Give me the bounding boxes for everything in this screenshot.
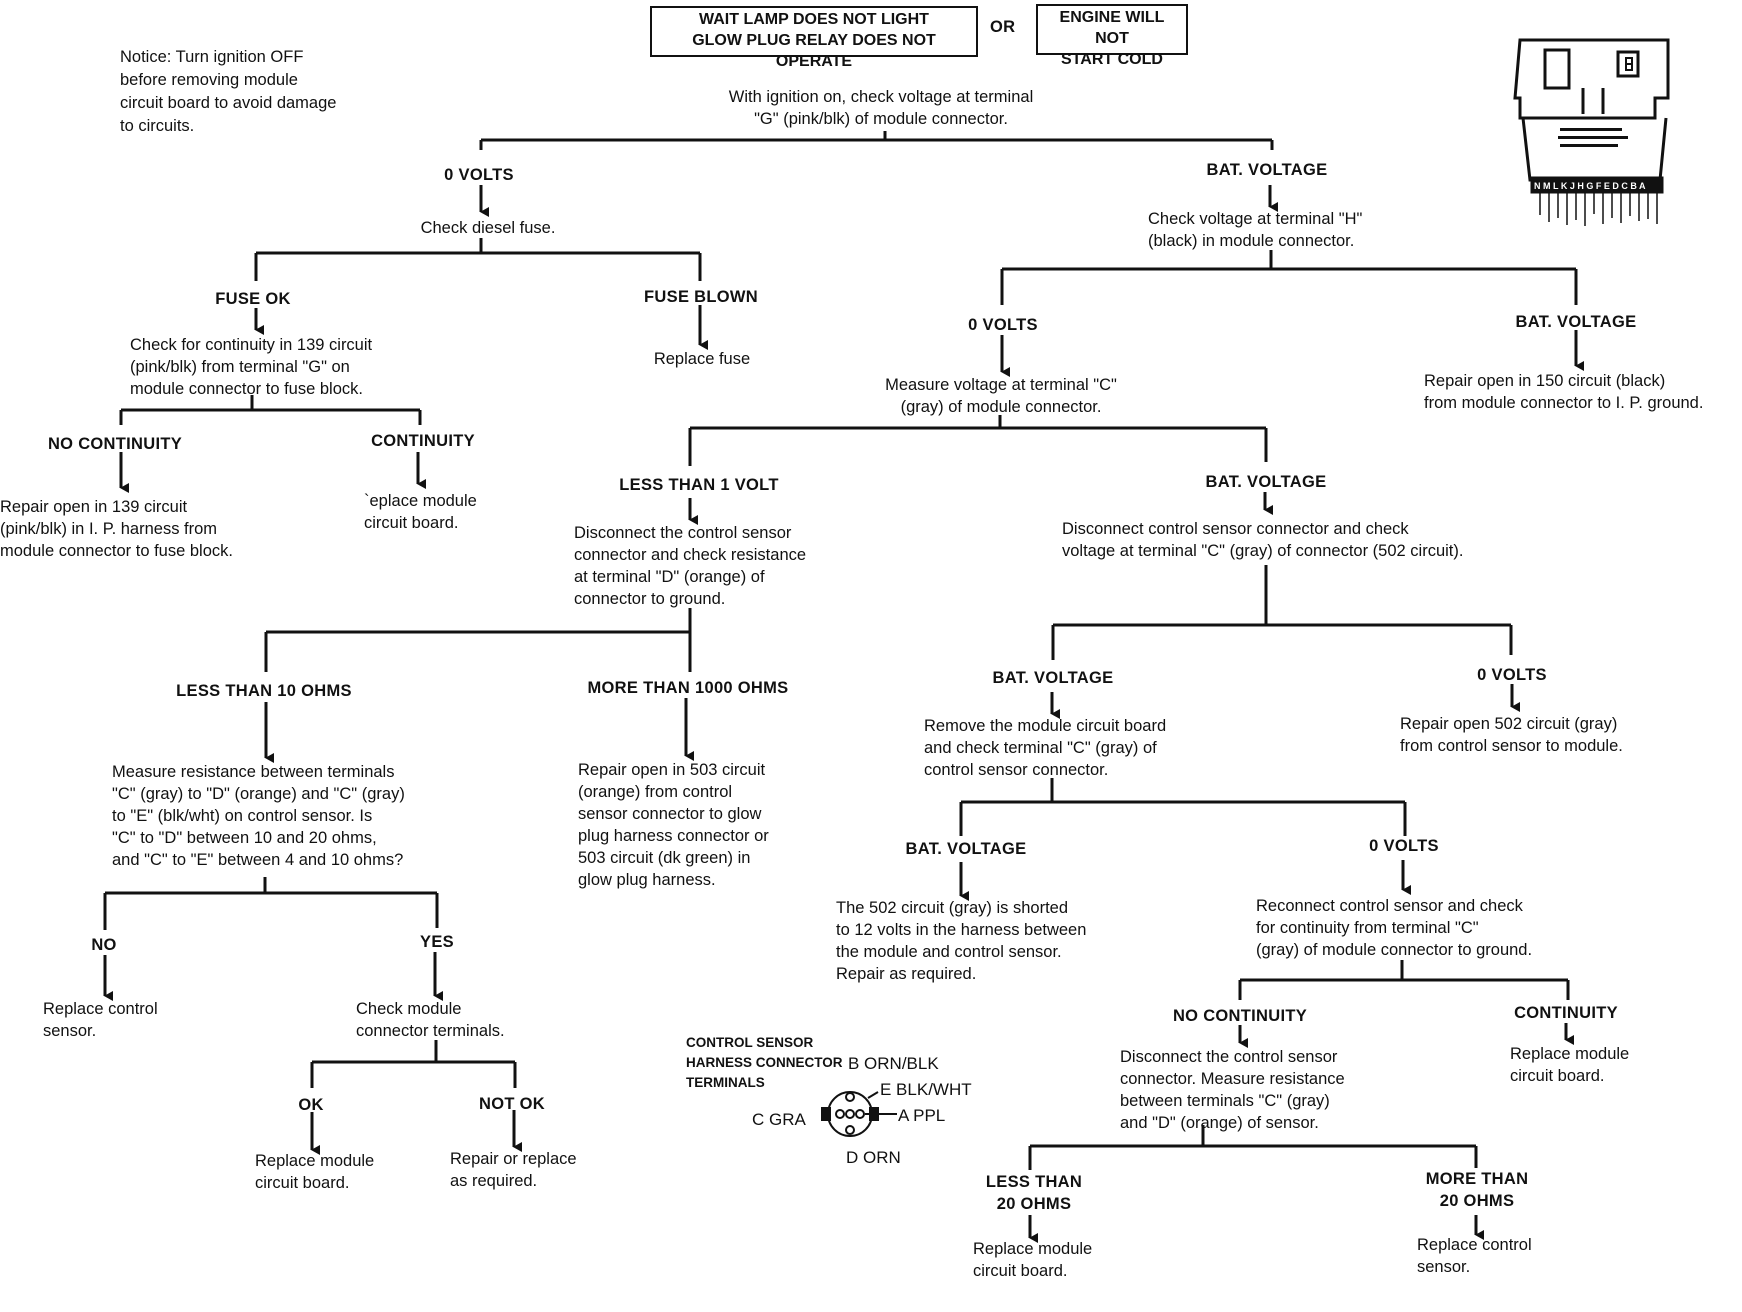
label-0-volts-3: 0 VOLTS	[1477, 666, 1547, 684]
step-remove-board: Remove the module circuit board and chec…	[924, 717, 1167, 779]
branch-ce	[103, 877, 439, 930]
step-replace-sensor-2: Replace control sensor.	[1417, 1236, 1532, 1276]
label-bat-voltage-2: BAT. VOLTAGE	[1515, 313, 1637, 331]
notice-text: Notice: Turn ignition OFF before removin…	[120, 48, 337, 135]
label-bat-voltage-3: BAT. VOLTAGE	[1205, 473, 1327, 491]
label-less-than-10-ohms: LESS THAN 10 OHMS	[176, 682, 352, 700]
step-replace-board-2: Replace module circuit board.	[255, 1152, 375, 1192]
step-repair-139: Repair open in 139 circuit (pink/blk) in…	[0, 498, 233, 560]
step-repair-replace: Repair or replace as required.	[450, 1150, 577, 1190]
label-continuity-2: CONTINUITY	[1514, 1004, 1618, 1022]
branch-remove	[959, 778, 1407, 836]
pin-c-label: C GRA	[752, 1110, 806, 1129]
step-replace-board-4: Replace module circuit board.	[1510, 1045, 1630, 1085]
label-fuse-ok: FUSE OK	[215, 290, 291, 308]
label-0-volts-4: 0 VOLTS	[1369, 837, 1439, 855]
label-bat-voltage-5: BAT. VOLTAGE	[905, 840, 1027, 858]
step-measure-c: Measure voltage at terminal "C" (gray) o…	[885, 376, 1117, 416]
label-more-than-20-ohms: MORE THAN 20 OHMS	[1425, 1170, 1529, 1210]
label-0-volts-2: 0 VOLTS	[968, 316, 1038, 334]
branch-cd	[1028, 1125, 1478, 1170]
step-measure-ce: Measure resistance between terminals "C"…	[112, 763, 405, 869]
label-bat-voltage-4: BAT. VOLTAGE	[992, 669, 1114, 687]
step-check-fuse: Check diesel fuse.	[420, 219, 556, 237]
label-not-ok: NOT OK	[479, 1095, 545, 1113]
label-bat-voltage-1: BAT. VOLTAGE	[1206, 161, 1328, 179]
step-replace-fuse: Replace fuse	[653, 350, 751, 368]
step-replace-sensor-1: Replace control sensor.	[43, 1000, 158, 1040]
step-repair-502: Repair open 502 circuit (gray) from cont…	[1400, 715, 1623, 755]
label-ok: OK	[298, 1096, 324, 1114]
or-label: OR	[990, 18, 1016, 36]
symptom-box-wait-lamp: WAIT LAMP DOES NOT LIGHT GLOW PLUG RELAY…	[650, 6, 978, 70]
pin-d-label: D ORN	[846, 1148, 901, 1167]
sensor-terminals-title: CONTROL SENSOR HARNESS CONNECTOR TERMINA…	[686, 1035, 843, 1090]
label-more-than-1000-ohms: MORE THAN 1000 OHMS	[587, 679, 789, 697]
branch-502	[1051, 565, 1513, 660]
module-connector-pins	[1539, 192, 1658, 226]
branch-start	[479, 131, 1274, 150]
step-repair-150: Repair open in 150 circuit (black) from …	[1424, 372, 1704, 412]
step-disconnect-d: Disconnect the control sensor connector …	[574, 524, 807, 608]
module-connector-pin-letters: N M L K J H G F E D C B A	[1534, 181, 1646, 191]
step-start: With ignition on, check voltage at termi…	[728, 88, 1034, 128]
label-yes: YES	[420, 933, 454, 951]
step-disconnect-cd: Disconnect the control sensor connector.…	[1120, 1048, 1345, 1132]
label-no-continuity-2: NO CONTINUITY	[1172, 1007, 1308, 1025]
module-connector-label-lines	[1558, 128, 1628, 147]
label-continuity-1: CONTINUITY	[371, 432, 475, 450]
step-check-terminals: Check module connector terminals.	[356, 1000, 505, 1040]
branch-h	[1000, 250, 1578, 305]
pin-b-label: B ORN/BLK	[848, 1054, 939, 1073]
module-connector-drawing	[1513, 38, 1670, 194]
label-0-volts-1: 0 VOLTS	[444, 166, 514, 184]
branch-139	[119, 395, 422, 425]
step-shorted-502: The 502 circuit (gray) is shorted to 12 …	[836, 899, 1087, 983]
label-less-than-1-volt: LESS THAN 1 VOLT	[619, 476, 779, 494]
branch-reconnect	[1238, 960, 1570, 1000]
label-no: NO	[91, 936, 117, 954]
pin-a-label: A PPL	[898, 1106, 946, 1125]
step-check-139: Check for continuity in 139 circuit (pin…	[130, 336, 373, 398]
branch-fuse	[254, 238, 702, 281]
symptom-box-engine-start: ENGINE WILL NOT START COLD	[1036, 4, 1188, 68]
step-disconnect-502: Disconnect control sensor connector and …	[1062, 520, 1464, 560]
pin-e-label: E BLK/WHT	[880, 1080, 972, 1099]
label-less-than-20-ohms: LESS THAN 20 OHMS	[985, 1173, 1083, 1213]
step-check-h: Check voltage at terminal "H" (black) in…	[1148, 210, 1363, 250]
label-fuse-blown: FUSE BLOWN	[644, 288, 758, 306]
label-no-continuity-1: NO CONTINUITY	[47, 435, 183, 453]
branch-c	[688, 415, 1268, 466]
sensor-connector-drawing	[821, 1091, 897, 1137]
step-replace-board-1: `eplace module circuit board.	[364, 492, 477, 532]
branch-term	[310, 1040, 517, 1088]
step-repair-503: Repair open in 503 circuit (orange) from…	[578, 761, 769, 889]
branch-d	[264, 608, 692, 672]
step-reconnect: Reconnect control sensor and check for c…	[1256, 897, 1533, 959]
step-replace-board-3: Replace module circuit board.	[973, 1240, 1093, 1280]
